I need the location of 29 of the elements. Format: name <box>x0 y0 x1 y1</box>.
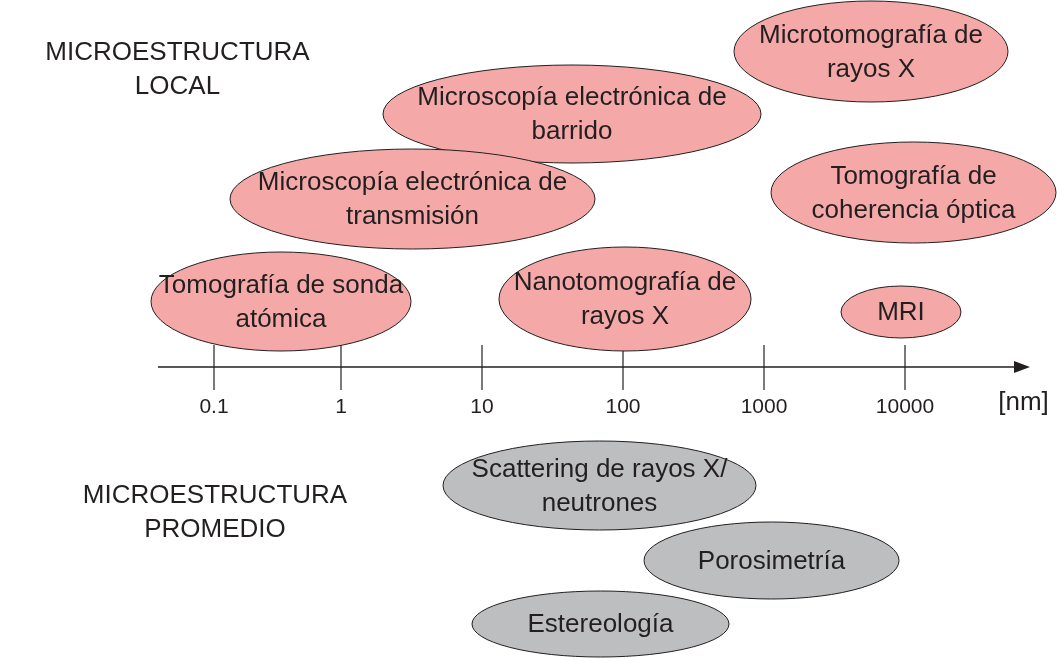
method-label: MRI <box>876 295 926 329</box>
section-heading: MICROESTRUCTURA LOCAL <box>44 35 311 102</box>
method-ellipse <box>498 246 752 352</box>
method-label: Estereología <box>526 607 675 641</box>
method-ellipse <box>770 141 1057 244</box>
method-label: Microscopía electrónica de transmisión <box>256 165 569 232</box>
method-ellipse <box>840 285 962 339</box>
method-ellipse <box>150 251 412 352</box>
tick-label: 10 <box>469 393 495 419</box>
method-label: Microtomografía de rayos X <box>758 17 984 85</box>
tick-label: 0.1 <box>198 393 230 419</box>
section-heading: MICROESTRUCTURA PROMEDIO <box>81 478 349 545</box>
method-label: Tomografía de coherencia óptica <box>810 158 1017 226</box>
method-label: Microscopía electrónica de barrido <box>416 80 728 147</box>
method-label: Scattering de rayos X/ neutrones <box>470 451 729 519</box>
tick-label: 100 <box>604 393 642 419</box>
method-ellipse <box>471 590 730 658</box>
method-label: Nanotomografía de rayos X <box>512 265 738 332</box>
method-ellipse <box>733 0 1009 103</box>
method-label: Porosimetría <box>696 543 847 577</box>
tick-label: 1000 <box>739 393 789 419</box>
method-label: Tomografía de sonda atómica <box>157 267 405 335</box>
tick-label: 10000 <box>874 393 936 419</box>
method-ellipse <box>382 64 762 164</box>
unit-label: [nm] <box>997 385 1050 418</box>
method-ellipse <box>229 148 596 250</box>
method-ellipse <box>442 440 757 531</box>
method-ellipse <box>643 521 900 600</box>
tick-label: 1 <box>334 393 348 419</box>
